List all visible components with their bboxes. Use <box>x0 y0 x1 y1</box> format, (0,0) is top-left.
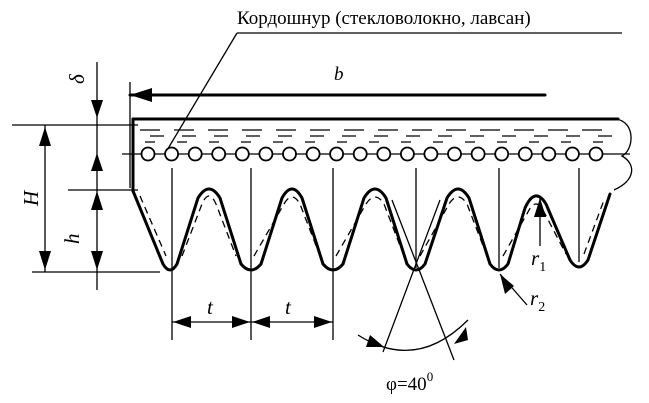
height-H-label: H <box>19 189 43 207</box>
delta-label: δ <box>65 73 89 84</box>
cord-label: Кордошнур (стекловолокно, лавсан) <box>237 8 531 29</box>
rib-h-arrow-bottom <box>91 251 103 270</box>
cord-circle <box>211 146 227 162</box>
angle-label: φ=400 <box>386 369 433 395</box>
cord-circle <box>376 146 392 162</box>
pitch-t-label-1: t <box>207 295 214 319</box>
cord-circle <box>305 146 321 162</box>
delta-arrow-bottom <box>91 153 103 171</box>
belt-rib-profile <box>131 187 612 272</box>
cord-circle <box>187 146 203 162</box>
belt-rib-offset-dashed <box>139 195 605 257</box>
cord-circle <box>447 146 462 162</box>
r2-label: r2 <box>530 286 545 315</box>
cord-leader-line <box>165 32 238 153</box>
cord-circle <box>329 146 345 162</box>
r1-label: r1 <box>531 246 546 275</box>
belt-right-break <box>613 118 633 191</box>
pitch-t-label-2: t <box>285 295 292 319</box>
r2-arrow <box>500 274 514 294</box>
pitch-arrow-1 <box>173 316 191 328</box>
cord-circle <box>140 146 156 162</box>
r1-arrow <box>534 198 546 217</box>
width-b-arrow <box>130 88 152 102</box>
cord-circle <box>541 146 557 162</box>
rib-centerlines <box>171 168 580 340</box>
cord-circle <box>565 146 580 162</box>
rib-h-label: h <box>60 234 84 245</box>
belt-body <box>131 117 633 272</box>
cord-circle <box>282 146 297 162</box>
cord-circle <box>517 146 533 162</box>
pitch-arrow-4 <box>314 316 332 328</box>
cord-circle <box>470 146 486 162</box>
cord-row <box>140 146 604 162</box>
cord-circle <box>164 146 180 162</box>
cord-circle <box>234 146 250 162</box>
cord-circle <box>588 146 604 162</box>
cord-circle <box>399 146 415 162</box>
height-H-arrow-top <box>39 127 51 146</box>
delta-arrow-top <box>91 100 103 118</box>
groove-angle <box>357 199 469 361</box>
width-b-label: b <box>334 64 344 85</box>
pitch-arrow-2 <box>232 316 250 328</box>
cord-circle <box>494 146 510 162</box>
cord-circle <box>258 146 274 162</box>
backing-layer-hatch <box>140 129 612 143</box>
cord-circle <box>352 146 368 162</box>
pitch-arrow-3 <box>252 316 270 328</box>
rib-h-arrow-top <box>91 191 103 210</box>
height-H-arrow-bottom <box>39 251 51 270</box>
cord-circle <box>423 146 439 162</box>
